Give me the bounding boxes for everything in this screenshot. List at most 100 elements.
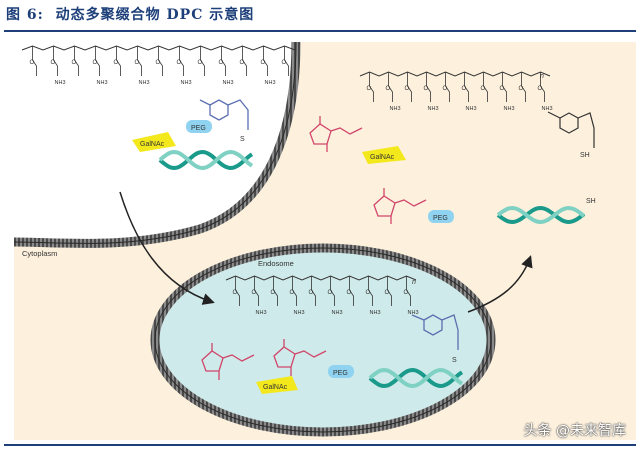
oxygen-label: O bbox=[519, 86, 524, 92]
cytoplasm-label: Cytoplasm bbox=[22, 249, 57, 258]
oxygen-label: O bbox=[328, 290, 333, 296]
dna-strand bbox=[158, 149, 254, 171]
n-subscript-2: n bbox=[412, 279, 416, 286]
polymer-side-chain bbox=[254, 276, 259, 306]
oxygen-label: O bbox=[114, 60, 119, 66]
polymer-side-chain bbox=[445, 72, 450, 102]
polymer-side-chain bbox=[349, 276, 354, 306]
polymer-side-chain bbox=[483, 72, 488, 102]
dna-strand bbox=[496, 205, 586, 225]
polymer-side-chain bbox=[273, 276, 278, 306]
galnac-tag-2: GalNAc bbox=[362, 146, 406, 164]
oxygen-label: O bbox=[233, 290, 238, 296]
amine-label: NH3 bbox=[223, 80, 234, 86]
uptake-arrow bbox=[119, 191, 215, 305]
oxygen-label: O bbox=[500, 86, 505, 92]
polymer-side-chain bbox=[263, 46, 268, 76]
title-divider bbox=[4, 30, 636, 32]
oxygen-label: O bbox=[367, 86, 372, 92]
polymer-side-chain bbox=[407, 72, 412, 102]
polymer-side-chain bbox=[158, 46, 163, 76]
polymer-side-chain bbox=[179, 46, 184, 76]
polymer-side-chain bbox=[95, 46, 100, 76]
polymer-side-chain bbox=[311, 276, 316, 306]
figure-number: 图 6: bbox=[6, 7, 44, 23]
dna-strand bbox=[496, 205, 586, 225]
sirna-duplex-3 bbox=[368, 367, 464, 389]
sirna-duplex-2 bbox=[496, 205, 586, 225]
polymer-side-chain bbox=[426, 72, 431, 102]
linker-1 bbox=[199, 99, 249, 130]
sh-label-1: SH bbox=[586, 198, 596, 205]
amine-label: NH3 bbox=[332, 310, 343, 316]
oxygen-label: O bbox=[309, 290, 314, 296]
peg-tag-3: PEG bbox=[328, 365, 354, 378]
svg-text:GalNAc: GalNAc bbox=[370, 154, 395, 161]
polymer-side-chain bbox=[74, 46, 79, 76]
oxygen-label: O bbox=[30, 60, 35, 66]
polymer-side-chain bbox=[521, 72, 526, 102]
polymer-side-chain bbox=[369, 72, 374, 102]
release-arrow bbox=[467, 255, 533, 313]
n-subscript-1: n bbox=[540, 73, 544, 80]
oxygen-label: O bbox=[177, 60, 182, 66]
oxygen-label: O bbox=[538, 86, 543, 92]
amine-label: NH3 bbox=[139, 80, 150, 86]
oxygen-label: O bbox=[405, 86, 410, 92]
polymer-side-chain bbox=[368, 276, 373, 306]
polymer-side-chain bbox=[32, 46, 37, 76]
oxygen-label: O bbox=[386, 86, 391, 92]
amine-label: NH3 bbox=[370, 310, 381, 316]
polymer-side-chain bbox=[235, 276, 240, 306]
dna-strand bbox=[158, 149, 254, 171]
oxygen-label: O bbox=[51, 60, 56, 66]
polymer-side-chain bbox=[502, 72, 507, 102]
amine-label: NH3 bbox=[181, 80, 192, 86]
amine-label: NH3 bbox=[55, 80, 66, 86]
polymer-side-chain bbox=[330, 276, 335, 306]
oxygen-label: O bbox=[72, 60, 77, 66]
peg-tag-2: PEG bbox=[428, 210, 454, 223]
polymer-side-chain bbox=[464, 72, 469, 102]
linker-3 bbox=[547, 111, 595, 148]
oxygen-label: O bbox=[261, 60, 266, 66]
oxygen-label: O bbox=[252, 290, 257, 296]
watermark: 头条 @未来智库 bbox=[523, 423, 626, 439]
linker-2 bbox=[411, 314, 459, 350]
oxygen-label: O bbox=[462, 86, 467, 92]
polymer-side-chain bbox=[137, 46, 142, 76]
polymer-side-chain bbox=[53, 46, 58, 76]
polymer-side-chain bbox=[242, 46, 247, 76]
oxygen-label: O bbox=[366, 290, 371, 296]
svg-text:PEG: PEG bbox=[433, 215, 448, 222]
oxygen-label: O bbox=[290, 290, 295, 296]
polymer-side-chain bbox=[200, 46, 205, 76]
oxygen-label: O bbox=[271, 290, 276, 296]
polymer-side-chain bbox=[292, 276, 297, 306]
amine-label: NH3 bbox=[466, 106, 477, 112]
galnac-tag-3: GalNAc bbox=[256, 376, 298, 394]
amine-label: NH3 bbox=[265, 80, 276, 86]
amine-label: NH3 bbox=[390, 106, 401, 112]
s-label-1: S bbox=[240, 136, 245, 143]
svg-text:PEG: PEG bbox=[191, 125, 206, 132]
oxygen-label: O bbox=[424, 86, 429, 92]
svg-text:PEG: PEG bbox=[333, 370, 348, 377]
endosome-label: Endosome bbox=[258, 259, 294, 268]
figure-title: 图 6: 动态多聚缀合物 DPC 示意图 bbox=[6, 4, 254, 24]
dna-strand bbox=[368, 367, 464, 389]
polymer-side-chain bbox=[540, 72, 545, 102]
oxygen-label: O bbox=[156, 60, 161, 66]
oxygen-label: O bbox=[198, 60, 203, 66]
polymer-side-chain bbox=[387, 276, 392, 306]
oxygen-label: O bbox=[347, 290, 352, 296]
peg-tag-1: PEG bbox=[186, 120, 212, 133]
oxygen-label: O bbox=[93, 60, 98, 66]
amine-label: NH3 bbox=[256, 310, 267, 316]
sirna-duplex-1 bbox=[158, 149, 254, 171]
oxygen-label: O bbox=[282, 60, 287, 66]
maleic-anhydride-endo-1 bbox=[201, 343, 255, 380]
